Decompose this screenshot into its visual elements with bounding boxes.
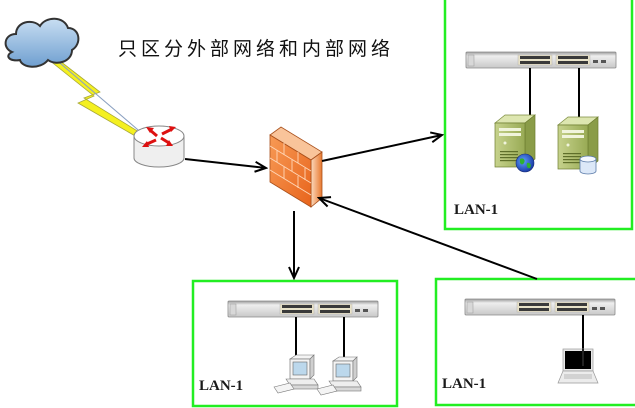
firewall-icon (269, 126, 323, 208)
zone-box-bottom-middle (191, 279, 399, 408)
switch-icon (465, 51, 617, 69)
zone-label: LAN-1 (199, 378, 243, 394)
arrow-router-to-firewall (184, 158, 266, 168)
desktop-pc-icon (273, 354, 319, 394)
desktop-pc-icon (316, 356, 362, 396)
diagram-title: 只区分外部网络和内部网络 (118, 38, 394, 60)
zone-label: LAN-1 (442, 376, 486, 392)
zone-label: LAN-1 (454, 202, 498, 218)
zone-top-right: LAN-1 (454, 51, 617, 218)
zone-bottom-middle: LAN-1 (199, 300, 379, 396)
laptop-icon (557, 348, 599, 384)
switch-icon (464, 298, 616, 316)
switch-icon (227, 300, 379, 318)
router-icon (133, 125, 185, 168)
web-server-icon (494, 114, 536, 173)
zone-bottom-right: LAN-1 (442, 298, 616, 392)
cloud-icon (4, 17, 80, 68)
arrow-firewall-to-top-lan (321, 135, 442, 162)
zone-box-top-right (443, 0, 634, 231)
arrow-bottom-right-lan-to-firewall (319, 198, 538, 280)
database-server-icon (557, 116, 599, 175)
